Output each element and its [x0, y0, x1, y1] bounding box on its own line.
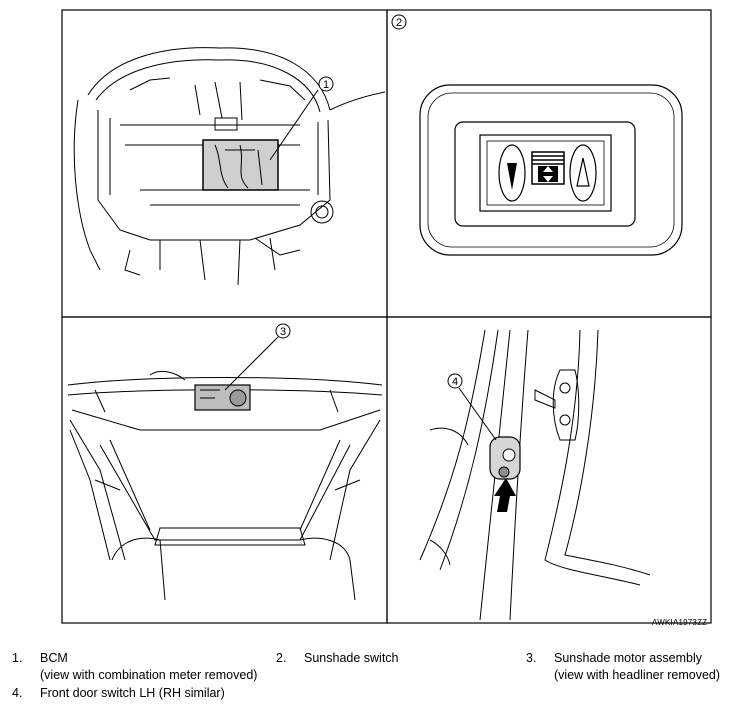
legend-number: 3.	[526, 651, 537, 665]
legend-title: BCM	[40, 651, 68, 665]
door-frame-illustration	[419, 329, 651, 621]
bcm-module	[202, 139, 279, 191]
headliner-illustration	[67, 370, 383, 601]
door-switch-arrow-icon	[494, 478, 516, 512]
legend-number: 1.	[12, 651, 23, 665]
legend-title: Sunshade switch	[304, 651, 399, 665]
svg-text:2: 2	[396, 17, 402, 29]
legend-number: 4.	[12, 686, 23, 700]
legend-detail: (view with headliner removed)	[554, 668, 721, 682]
figure-code: AWKIA1973ZZ	[652, 618, 708, 627]
callout-3: 3	[275, 323, 291, 339]
legend-number: 2.	[276, 651, 287, 665]
door-switch	[489, 436, 521, 480]
panel-door-switch	[386, 316, 712, 624]
svg-text:4: 4	[452, 376, 458, 388]
legend-detail: (view with combination meter removed)	[40, 668, 258, 682]
component-location-figure: 1 2	[61, 9, 712, 624]
legend-title: Sunshade motor assembly	[554, 651, 702, 665]
callout-1: 1	[318, 76, 334, 92]
callout-4: 4	[447, 373, 463, 389]
open-arrow-icon	[576, 157, 590, 187]
sunshade-motor	[194, 384, 251, 411]
sunshade-icon	[531, 151, 565, 185]
svg-text:3: 3	[280, 326, 286, 338]
callout-2: 2	[391, 14, 407, 30]
panel-sunshade-motor	[61, 316, 388, 624]
close-arrow-icon	[507, 163, 517, 190]
sunshade-switch-illustration	[419, 84, 683, 256]
legend-title: Front door switch LH (RH similar)	[40, 686, 225, 700]
svg-text:1: 1	[323, 79, 329, 91]
